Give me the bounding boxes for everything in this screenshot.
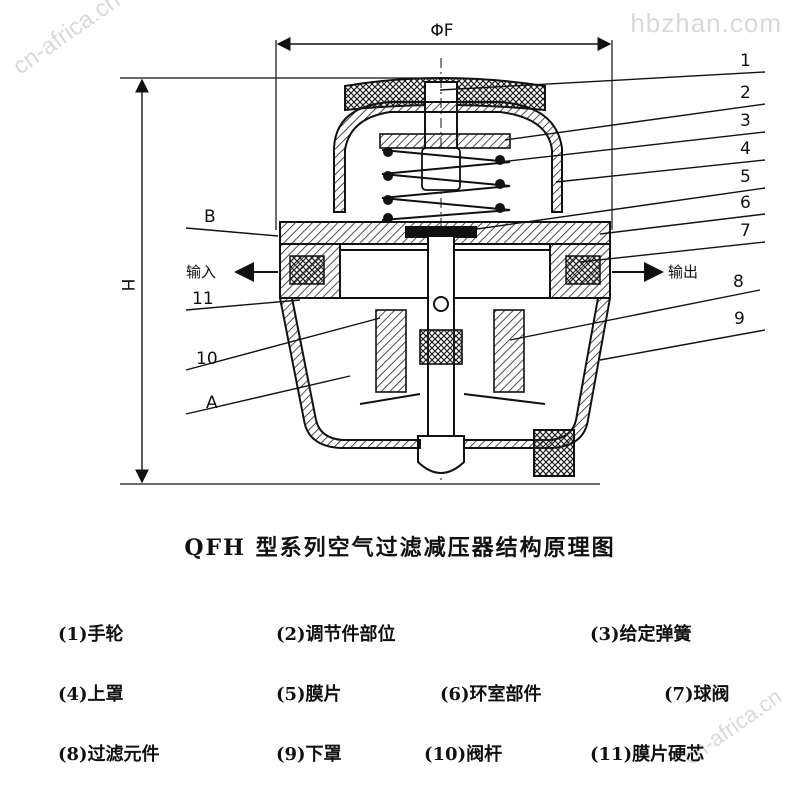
callout-3: 3 (740, 111, 751, 131)
callouts-right: 1 2 3 4 5 6 7 8 9 (439, 51, 766, 361)
legend-item: (3)给定弹簧 (590, 624, 692, 645)
callout-5: 5 (740, 167, 751, 187)
filter-element (359, 309, 546, 405)
legend-item: (5)膜片 (276, 684, 342, 705)
legend-item: (8)过滤元件 (58, 744, 160, 765)
dimension-width: ΦF (275, 21, 613, 230)
port-in-label: 输入 (186, 263, 216, 281)
callout-8: 8 (733, 272, 744, 292)
set-spring (381, 147, 511, 223)
port-out-label: 输出 (668, 263, 698, 281)
legend-row-1: (1)手轮 (2)调节件部位 (3)给定弹簧 (0, 620, 800, 650)
legend-item: (1)手轮 (58, 624, 124, 645)
adjusting-part (379, 133, 511, 191)
dimension-height-label: H (117, 279, 137, 292)
legend-item: (2)调节件部位 (276, 624, 396, 645)
legend-item: (11)膜片硬芯 (590, 744, 705, 765)
callout-10: 10 (196, 349, 218, 369)
valve-cross-section-diagram: ΦF H (117, 21, 766, 485)
legend-row-3: (8)过滤元件 (9)下罩 (10)阀杆 (11)膜片硬芯 (0, 740, 800, 770)
legend-item: (4)上罩 (58, 684, 124, 705)
callout-A: A (206, 393, 218, 413)
legend-item: (9)下罩 (276, 744, 342, 765)
legend-row-2: (4)上罩 (5)膜片 (6)环室部件 (7)球阀 (0, 680, 800, 710)
lower-bowl (278, 297, 612, 477)
legend-item: (10)阀杆 (424, 744, 503, 765)
port-in: 输入 (186, 262, 278, 282)
callout-11: 11 (192, 289, 214, 309)
callout-B: B (204, 207, 216, 227)
port-out: 输出 (612, 262, 698, 282)
callout-4: 4 (740, 139, 751, 159)
legend-item: (6)环室部件 (440, 684, 542, 705)
upper-bonnet (333, 101, 563, 213)
diagram-title: QFH 型系列空气过滤减压器结构原理图 (184, 535, 616, 561)
legend-item: (7)球阀 (664, 684, 730, 705)
callout-9: 9 (734, 309, 745, 329)
dimension-height: H (117, 77, 600, 485)
callout-6: 6 (740, 193, 751, 213)
callouts-left: B 11 10 A (185, 207, 381, 415)
dimension-width-label: ΦF (430, 21, 453, 41)
callout-2: 2 (740, 83, 751, 103)
watermark-top-right: hbzhan.com (630, 8, 782, 38)
callout-7: 7 (740, 221, 751, 241)
callout-1: 1 (740, 51, 751, 71)
valve-stem (417, 235, 465, 474)
